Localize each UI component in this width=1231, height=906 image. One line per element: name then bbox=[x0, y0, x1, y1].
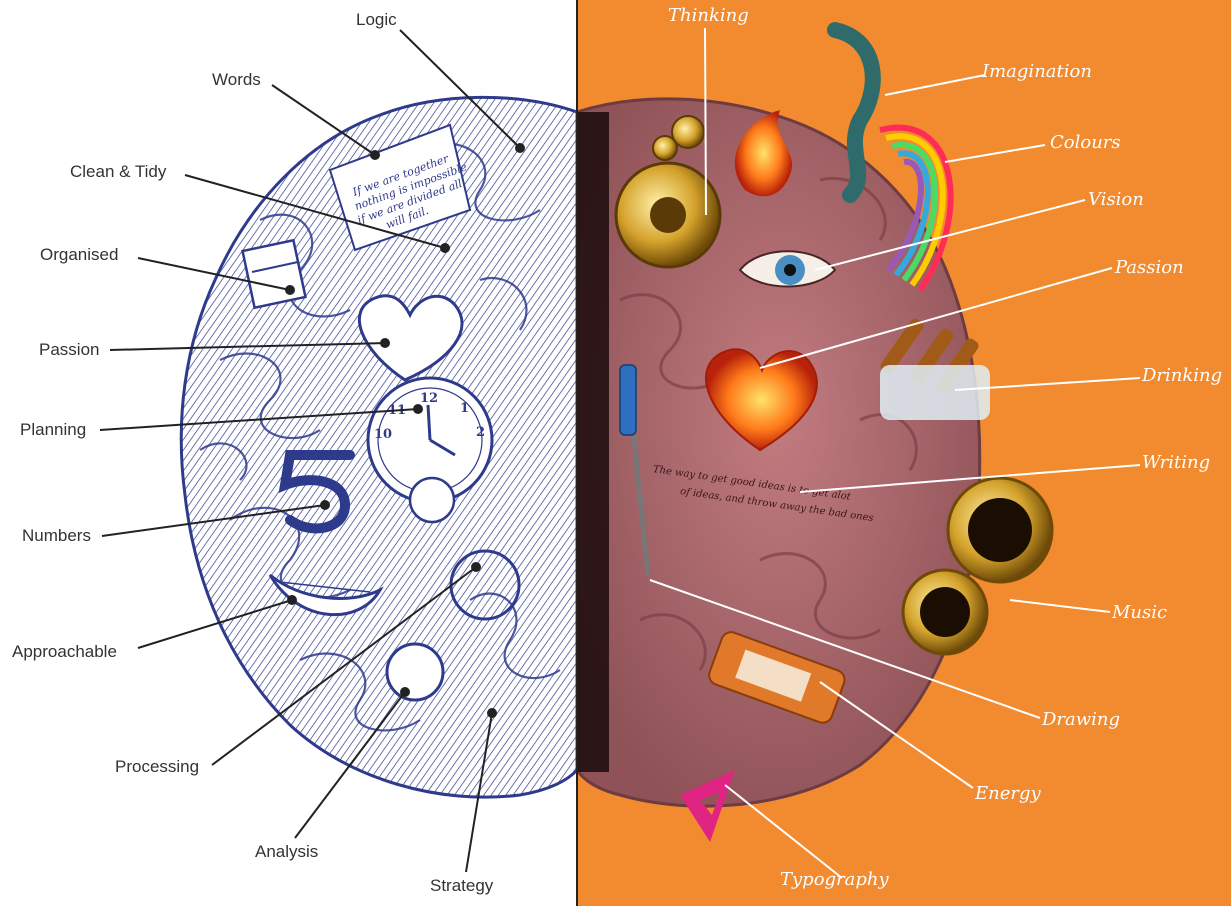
clock-numeral-2: 2 bbox=[476, 425, 485, 440]
clock-numeral-12: 12 bbox=[420, 391, 438, 406]
label-music: Music bbox=[1112, 603, 1167, 623]
label-drinking: Drinking bbox=[1142, 366, 1222, 386]
label-vision: Vision bbox=[1088, 190, 1144, 210]
label-planning: Planning bbox=[20, 420, 86, 440]
label-colours: Colours bbox=[1050, 133, 1121, 153]
label-passion-left: Passion bbox=[39, 340, 99, 360]
clock-numeral-1: 1 bbox=[460, 401, 469, 416]
left-brain: 12 1 2 10 11 bbox=[181, 97, 577, 797]
label-imagination: Imagination bbox=[982, 62, 1092, 82]
label-thinking: Thinking bbox=[668, 6, 749, 26]
label-clean-tidy: Clean & Tidy bbox=[70, 162, 166, 182]
label-numbers: Numbers bbox=[22, 526, 91, 546]
clock-numeral-10: 10 bbox=[374, 427, 392, 442]
label-energy: Energy bbox=[975, 784, 1041, 804]
label-analysis: Analysis bbox=[255, 842, 318, 862]
right-brain: The way to get good ideas is to get alot… bbox=[577, 30, 1052, 842]
label-organised: Organised bbox=[40, 245, 118, 265]
label-passion-right: Passion bbox=[1115, 258, 1184, 278]
label-logic: Logic bbox=[356, 10, 397, 30]
label-processing: Processing bbox=[115, 757, 199, 777]
label-strategy: Strategy bbox=[430, 876, 493, 896]
label-approachable: Approachable bbox=[12, 642, 117, 662]
label-words: Words bbox=[212, 70, 261, 90]
filing-cabinet-icon bbox=[243, 240, 306, 308]
label-drawing: Drawing bbox=[1042, 710, 1120, 730]
hemisphere-divider bbox=[576, 0, 578, 906]
label-typography: Typography bbox=[780, 870, 889, 890]
analysis-lens-icon bbox=[387, 644, 443, 700]
stopwatch-icon bbox=[410, 478, 454, 522]
label-writing: Writing bbox=[1142, 453, 1210, 473]
